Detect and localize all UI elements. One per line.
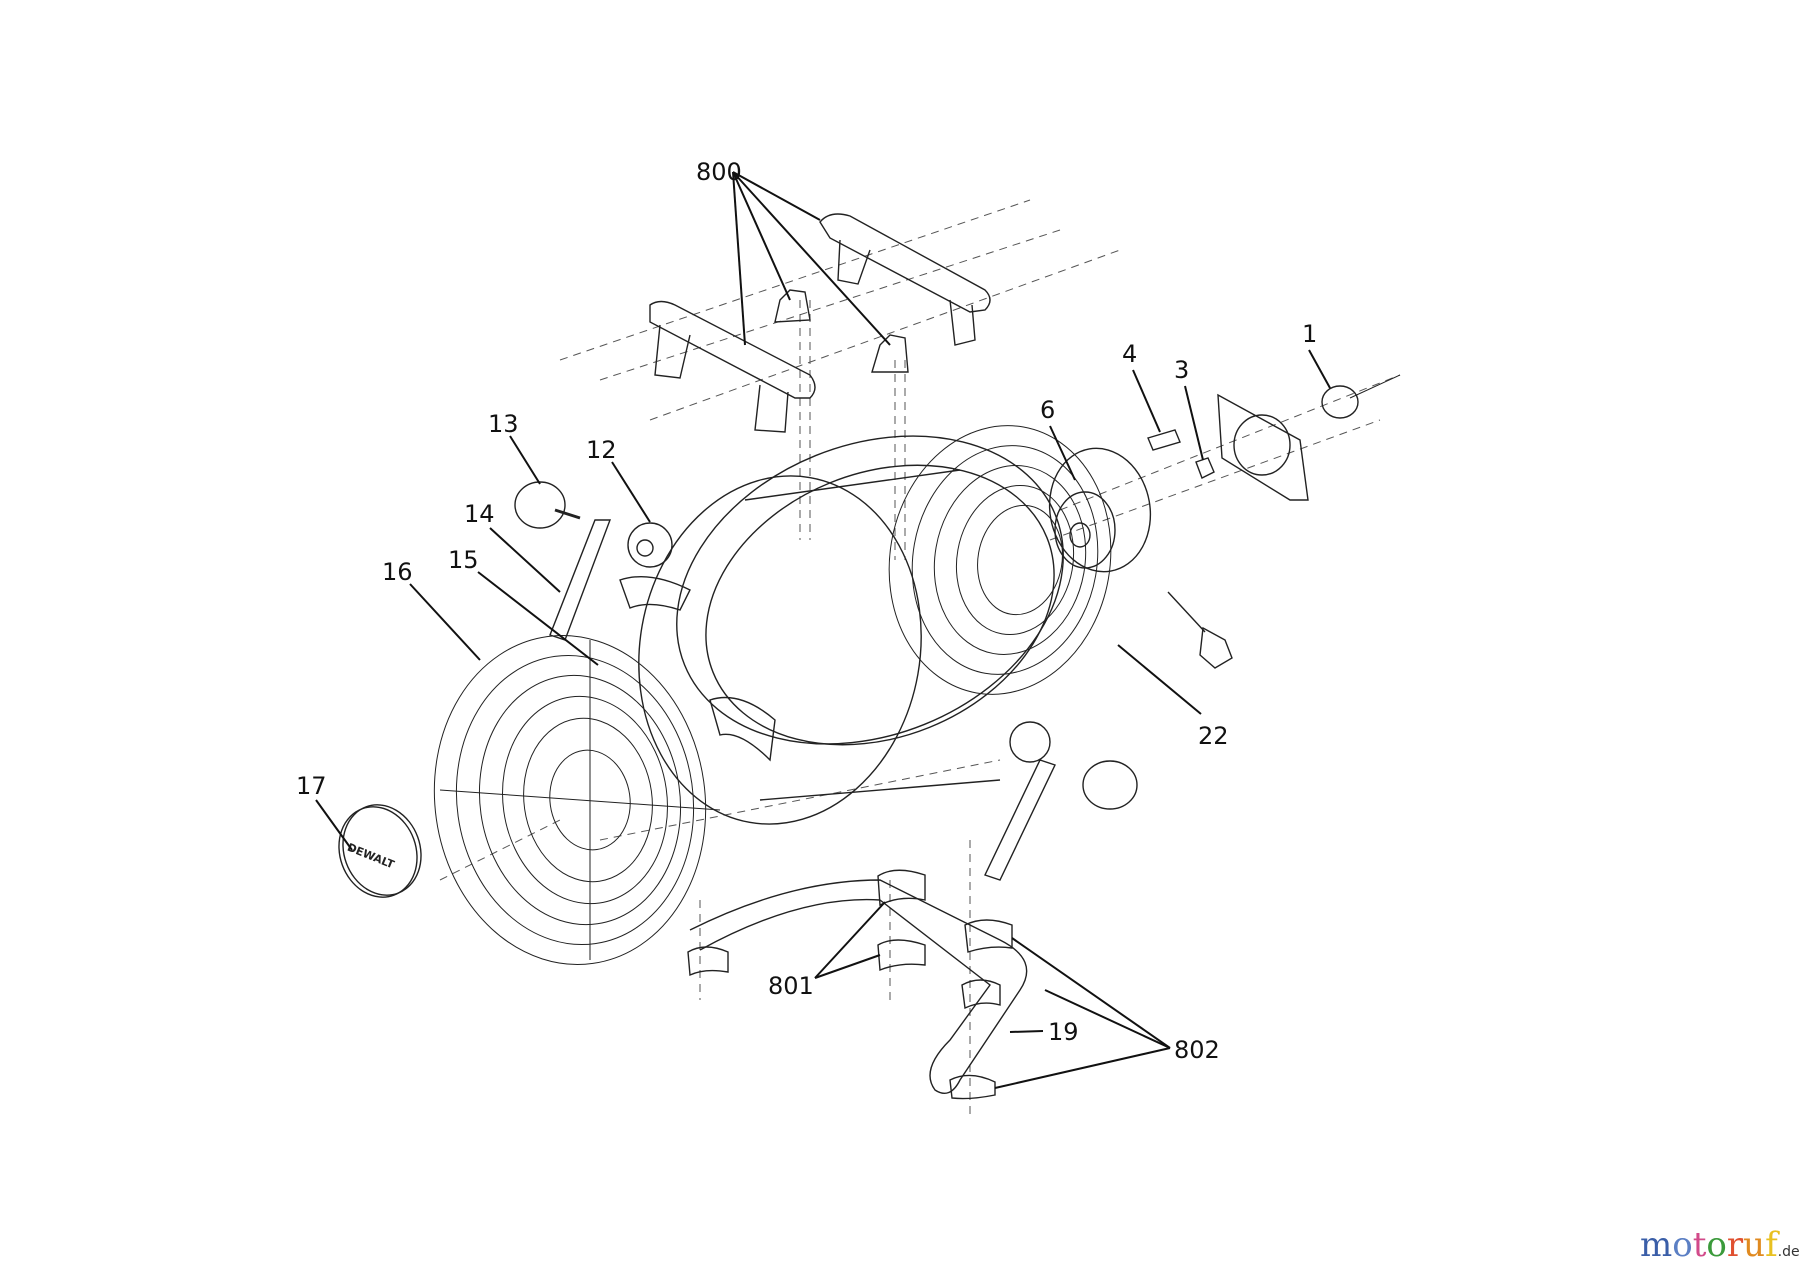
top-handle-rear [819, 213, 991, 346]
side-arm-left [549, 519, 612, 641]
logo-letter: u [1743, 1225, 1766, 1265]
top-handle-front [649, 300, 816, 433]
logo-tld: .de [1777, 1244, 1800, 1260]
clamp-802-mid [961, 979, 1001, 1010]
part-label-1: 1 [1302, 320, 1318, 348]
clamp-802-bottom [949, 1074, 996, 1100]
clamp-802-top [964, 919, 1013, 953]
part-label-13: 13 [488, 410, 519, 438]
motor-rear-cover [1217, 393, 1309, 501]
part-label-17: 17 [296, 772, 327, 800]
dewalt-badge [338, 804, 422, 898]
logo-letter: r [1726, 1225, 1744, 1265]
side-knob-left [514, 481, 581, 529]
badge-text: DEWALT [345, 841, 396, 872]
part-label-14: 14 [464, 500, 495, 528]
clamp-801-top [877, 869, 926, 907]
part-label-19: 19 [1048, 1018, 1079, 1046]
bearing-left [627, 522, 673, 568]
part-label-3: 3 [1174, 356, 1190, 384]
clamp-left-base [687, 946, 729, 977]
base-frame [689, 879, 1028, 1094]
logo-letter: o [1706, 1225, 1727, 1265]
motor-assembly [1048, 447, 1152, 573]
logo-letter: t [1692, 1225, 1707, 1265]
switch [1195, 457, 1215, 479]
power-cord [1167, 591, 1233, 669]
part-label-22: 22 [1198, 722, 1229, 750]
part-label-4: 4 [1122, 340, 1138, 368]
handle-brackets [774, 289, 909, 373]
logo-letter: o [1672, 1225, 1693, 1265]
rear-knob [1321, 374, 1401, 419]
part-label-15: 15 [448, 546, 479, 574]
part-label-16: 16 [382, 558, 413, 586]
part-label-6: 6 [1040, 396, 1056, 424]
leader-lines [315, 171, 1331, 1089]
clamp-801-bottom [877, 939, 926, 972]
front-grille [433, 635, 721, 965]
logo-letter: f [1765, 1225, 1778, 1265]
mounting-bracket-left [619, 575, 776, 762]
drum-housing [638, 435, 1064, 825]
rear-grille [888, 425, 1112, 695]
part-label-802: 802 [1174, 1036, 1220, 1064]
part-label-800: 800 [696, 158, 742, 186]
motor-capacitor [1147, 429, 1181, 451]
logo-letter: m [1640, 1225, 1673, 1265]
motoruf-watermark-logo: motoruf.de [1640, 1228, 1800, 1262]
side-arm-right [984, 721, 1138, 881]
assembly-guide-lines [439, 199, 1401, 1120]
part-label-801: 801 [768, 972, 814, 1000]
part-label-12: 12 [586, 436, 617, 464]
